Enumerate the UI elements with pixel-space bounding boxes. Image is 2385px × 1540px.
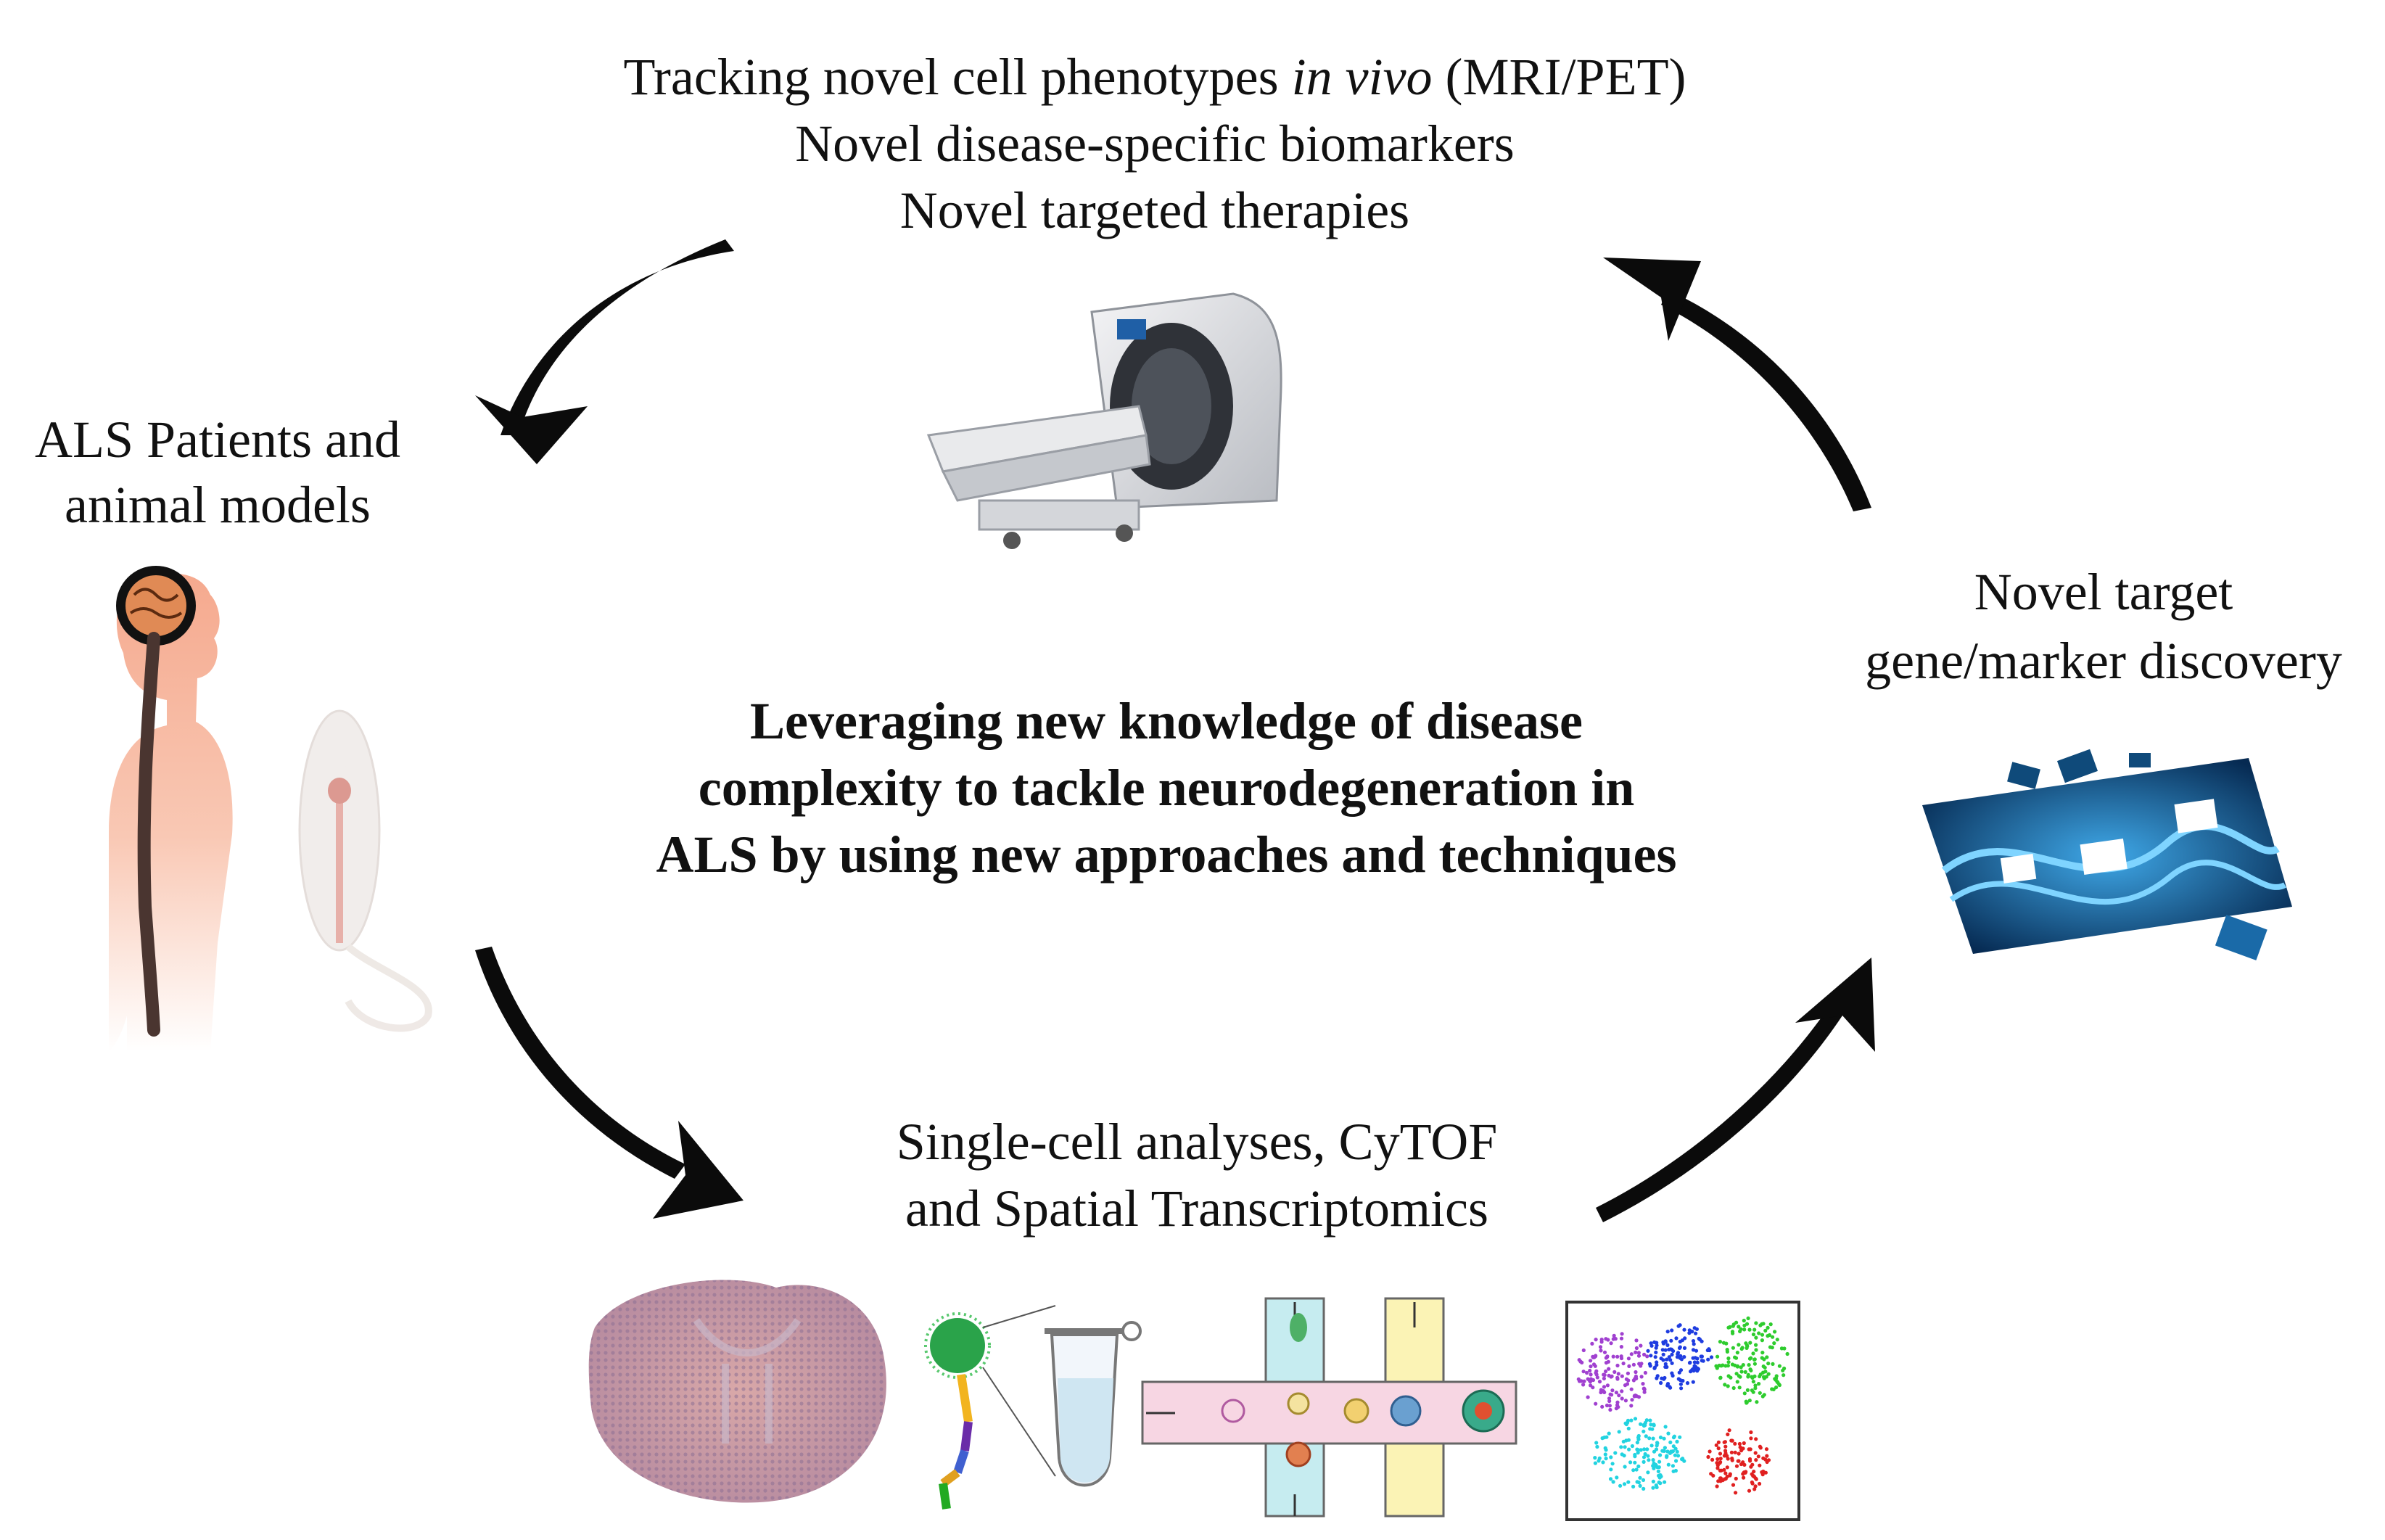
barcoded-bead-and-tube-image — [924, 1305, 1142, 1510]
human-silhouette-image — [109, 566, 233, 1052]
mri-display-icon — [1117, 319, 1146, 339]
mri-scanner-image — [926, 292, 1282, 549]
arrow-right-to-top — [1603, 258, 1871, 511]
left-label-line2: animal models — [65, 476, 371, 534]
center-statement: Leveraging new knowledge of disease comp… — [656, 692, 1676, 884]
spinal-cord — [137, 632, 160, 1037]
top-label-line1: Tracking novel cell phenotypes in vivo (… — [623, 48, 1686, 106]
left-labels: ALS Patients and animal models — [35, 411, 400, 534]
brain-icon — [125, 575, 186, 636]
tsne-cluster-plot-image — [1565, 1301, 1800, 1521]
top-label-line2: Novel disease-specific biomarkers — [795, 115, 1515, 173]
bottom-label-line1: Single-cell analyses, CyTOF — [897, 1113, 1498, 1171]
arrow-bottom-to-right — [1596, 958, 1875, 1222]
center-line2: complexity to tackle neurodegeneration i… — [699, 759, 1635, 817]
bottom-labels: Single-cell analyses, CyTOF and Spatial … — [897, 1113, 1498, 1238]
left-label-line1: ALS Patients and — [35, 411, 400, 469]
mouse-silhouette-image — [298, 709, 432, 1032]
right-label-line2: gene/marker discovery — [1865, 632, 2342, 690]
right-label-line1: Novel target — [1974, 563, 2233, 621]
dna-puzzle-image — [1922, 749, 2292, 960]
arrow-top-to-left — [475, 239, 734, 464]
cycle-arrows — [475, 239, 1875, 1222]
bottom-label-line2: and Spatial Transcriptomics — [905, 1179, 1488, 1238]
microfluidics-channel-image — [1141, 1297, 1517, 1518]
center-line1: Leveraging new knowledge of disease — [750, 692, 1583, 750]
mouse-brain-icon — [328, 778, 351, 804]
spatial-transcriptomics-tissue-image — [588, 1280, 886, 1503]
center-line3: ALS by using new approaches and techniqu… — [656, 825, 1676, 884]
tsne-clusters — [1576, 1316, 1789, 1495]
top-labels: Tracking novel cell phenotypes in vivo (… — [623, 48, 1686, 239]
top-label-line3: Novel targeted therapies — [900, 181, 1409, 239]
right-labels: Novel target gene/marker discovery — [1865, 563, 2342, 690]
bead-icon — [930, 1318, 985, 1373]
arrow-left-to-bottom — [475, 947, 743, 1219]
